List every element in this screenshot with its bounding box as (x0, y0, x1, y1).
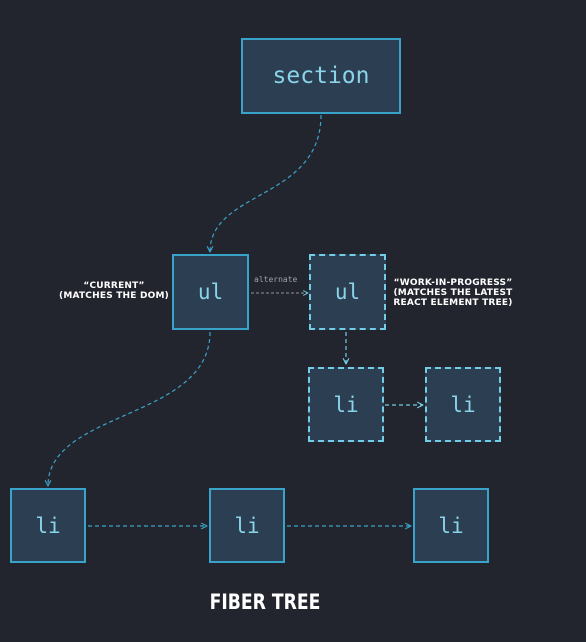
edge-ul-to-li-1 (48, 331, 211, 486)
node-label: section (272, 63, 370, 89)
node-wip-li-2: li (425, 367, 501, 442)
current-label: “CURRENT” (MATCHES THE DOM) (58, 281, 170, 301)
node-current-ul: ul (172, 254, 249, 330)
node-wip-li-1: li (308, 367, 384, 442)
node-label: li (35, 513, 61, 538)
current-label-line1: “CURRENT” (83, 281, 145, 291)
wip-label-line3: REACT ELEMENT TREE) (393, 298, 513, 308)
node-label: li (234, 513, 260, 538)
current-label-line2: (MATCHES THE DOM) (59, 291, 169, 301)
wip-label-line1: “WORK-IN-PROGRESS” (393, 278, 513, 288)
node-section: section (241, 38, 401, 114)
diagram-title: FIBER TREE (209, 590, 321, 614)
node-li-1: li (10, 488, 86, 563)
node-label: li (450, 392, 476, 417)
node-wip-ul: ul (309, 254, 386, 330)
wip-label-line2: (MATCHES THE LATEST (393, 288, 513, 298)
node-li-3: li (413, 488, 489, 563)
node-li-2: li (209, 488, 285, 563)
node-label: li (438, 513, 464, 538)
node-label: ul (197, 280, 224, 304)
edge-section-to-ul (210, 114, 322, 252)
node-label: li (333, 392, 359, 417)
wip-label: “WORK-IN-PROGRESS” (MATCHES THE LATEST R… (393, 278, 513, 308)
alternate-label: alternate (254, 275, 298, 284)
node-label: ul (334, 280, 361, 304)
